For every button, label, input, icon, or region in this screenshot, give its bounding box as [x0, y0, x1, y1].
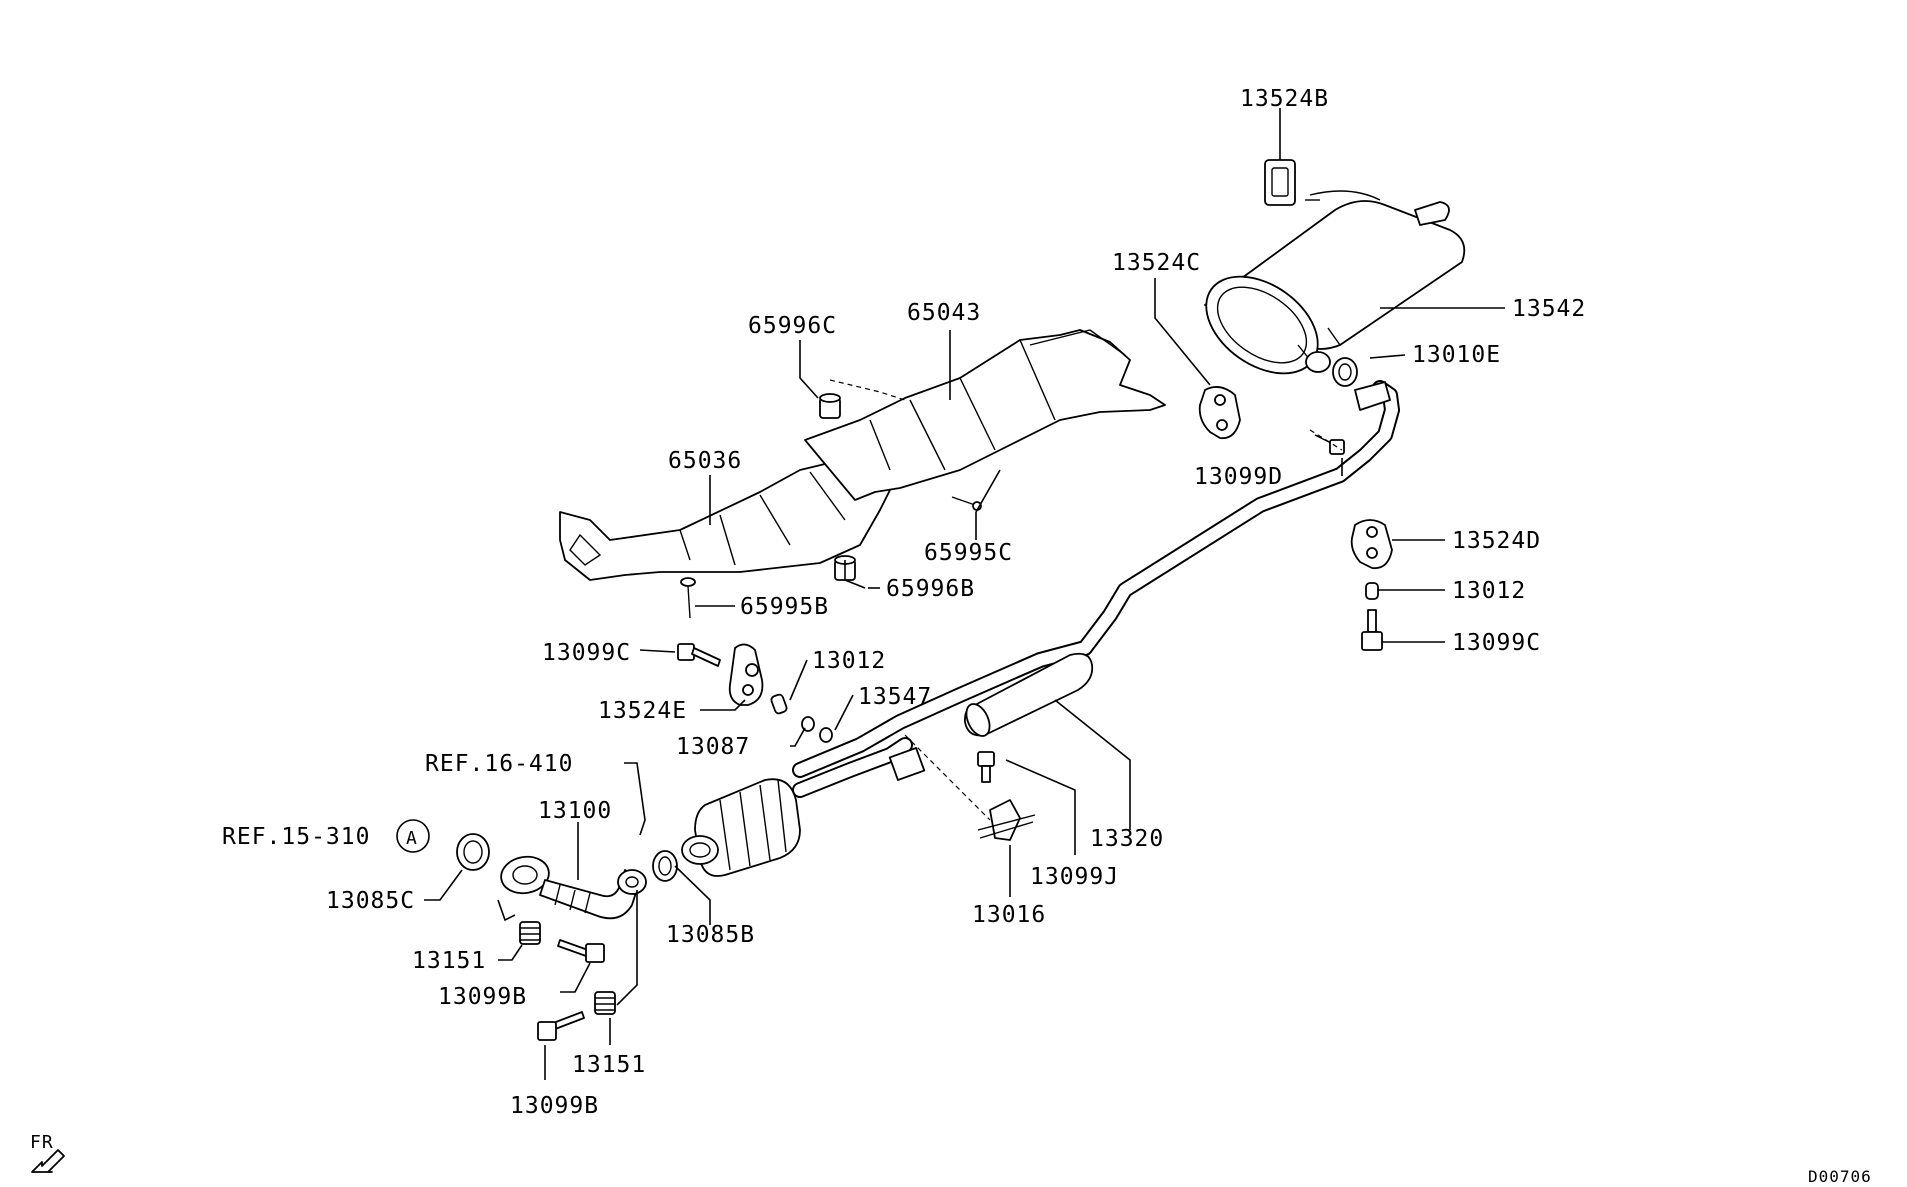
callout-65995C: 65995C: [924, 540, 1013, 566]
heat-protector-65036-part: [559, 444, 896, 581]
callout-13524D: 13524D: [1452, 528, 1541, 554]
callout-13099J: 13099J: [1030, 864, 1119, 890]
bracket-13016-part: [977, 799, 1036, 841]
washer-13547-part: [819, 727, 833, 743]
callout-13016: 13016: [972, 902, 1046, 928]
callout-13099D: 13099D: [1194, 464, 1283, 490]
spring-13151-left-part: [519, 921, 541, 945]
callout-13320: 13320: [1090, 826, 1164, 852]
callout-13087: 13087: [676, 734, 750, 760]
bolt-13099C-right-part: [1361, 609, 1383, 651]
callout-65036: 65036: [668, 448, 742, 474]
bolt-13099C-left-part: [677, 643, 721, 667]
callout-ref-15-310: REF.15-310: [222, 824, 370, 850]
bolt-13099J-part: [977, 751, 995, 783]
callout-13151-right: 13151: [572, 1052, 646, 1078]
callout-65995B: 65995B: [740, 594, 829, 620]
callout-13524E: 13524E: [598, 698, 687, 724]
nut-65996C-part: [819, 393, 841, 419]
rubber-13012-right-part: [1365, 582, 1379, 600]
callout-ref-a: A: [406, 828, 417, 849]
bolt-13099B-lower-part: [537, 1011, 585, 1041]
rubber-13012-left-part: [770, 693, 788, 715]
callout-13524C: 13524C: [1112, 250, 1201, 276]
bolt-65995C-part: [951, 496, 982, 511]
bolt-65995B-part: [680, 577, 696, 619]
callout-65996C: 65996C: [748, 313, 837, 339]
callout-13099B-lower: 13099B: [510, 1093, 599, 1119]
main-exhaust-pipe: [792, 380, 1400, 778]
catalytic-converter-part: [681, 737, 926, 877]
hanger-13524B-part: [1264, 159, 1320, 206]
spring-13151-right-part: [594, 991, 616, 1015]
callout-13099C-right: 13099C: [1452, 630, 1541, 656]
callout-13099C-left: 13099C: [542, 640, 631, 666]
callout-13010E: 13010E: [1412, 342, 1501, 368]
bolt-13099D-part: [1314, 434, 1345, 455]
callout-13099B-upper: 13099B: [438, 984, 527, 1010]
gasket-13085B-part: [652, 850, 678, 882]
callout-13012-left: 13012: [812, 648, 886, 674]
callout-13085B: 13085B: [666, 922, 755, 948]
callout-13524B: 13524B: [1240, 86, 1329, 112]
washer-13087-part: [801, 716, 815, 732]
hanger-13524E-part: [728, 643, 764, 706]
main-muffler-part: [1204, 190, 1466, 375]
hanger-13524D-part: [1350, 519, 1393, 570]
callout-ref-16-410: REF.16-410: [425, 751, 573, 777]
callout-13547: 13547: [858, 684, 932, 710]
callout-65996B: 65996B: [886, 576, 975, 602]
callout-13012-right: 13012: [1452, 578, 1526, 604]
callout-13151-left: 13151: [412, 948, 486, 974]
rear-pipe-flange-part: [1354, 381, 1391, 411]
direction-marker-label: FR: [30, 1132, 54, 1153]
callout-13100: 13100: [538, 798, 612, 824]
front-pipe-part: [500, 855, 647, 920]
diagram-code: D00706: [1808, 1167, 1872, 1186]
gasket-13010E-part: [1332, 357, 1358, 387]
gasket-13085C-part: [456, 833, 490, 871]
heat-protector-65043-part: [804, 329, 1166, 501]
hanger-13524C-part: [1198, 386, 1241, 440]
bolt-13099B-upper-part: [557, 939, 605, 963]
leader-lines: [424, 108, 1505, 1080]
ref-a-circle: [396, 819, 430, 853]
front-direction-arrow-icon: [31, 1149, 65, 1173]
center-muffler-part: [964, 652, 1094, 737]
callout-65043: 65043: [907, 300, 981, 326]
callout-13085C: 13085C: [326, 888, 415, 914]
callout-13542: 13542: [1512, 296, 1586, 322]
